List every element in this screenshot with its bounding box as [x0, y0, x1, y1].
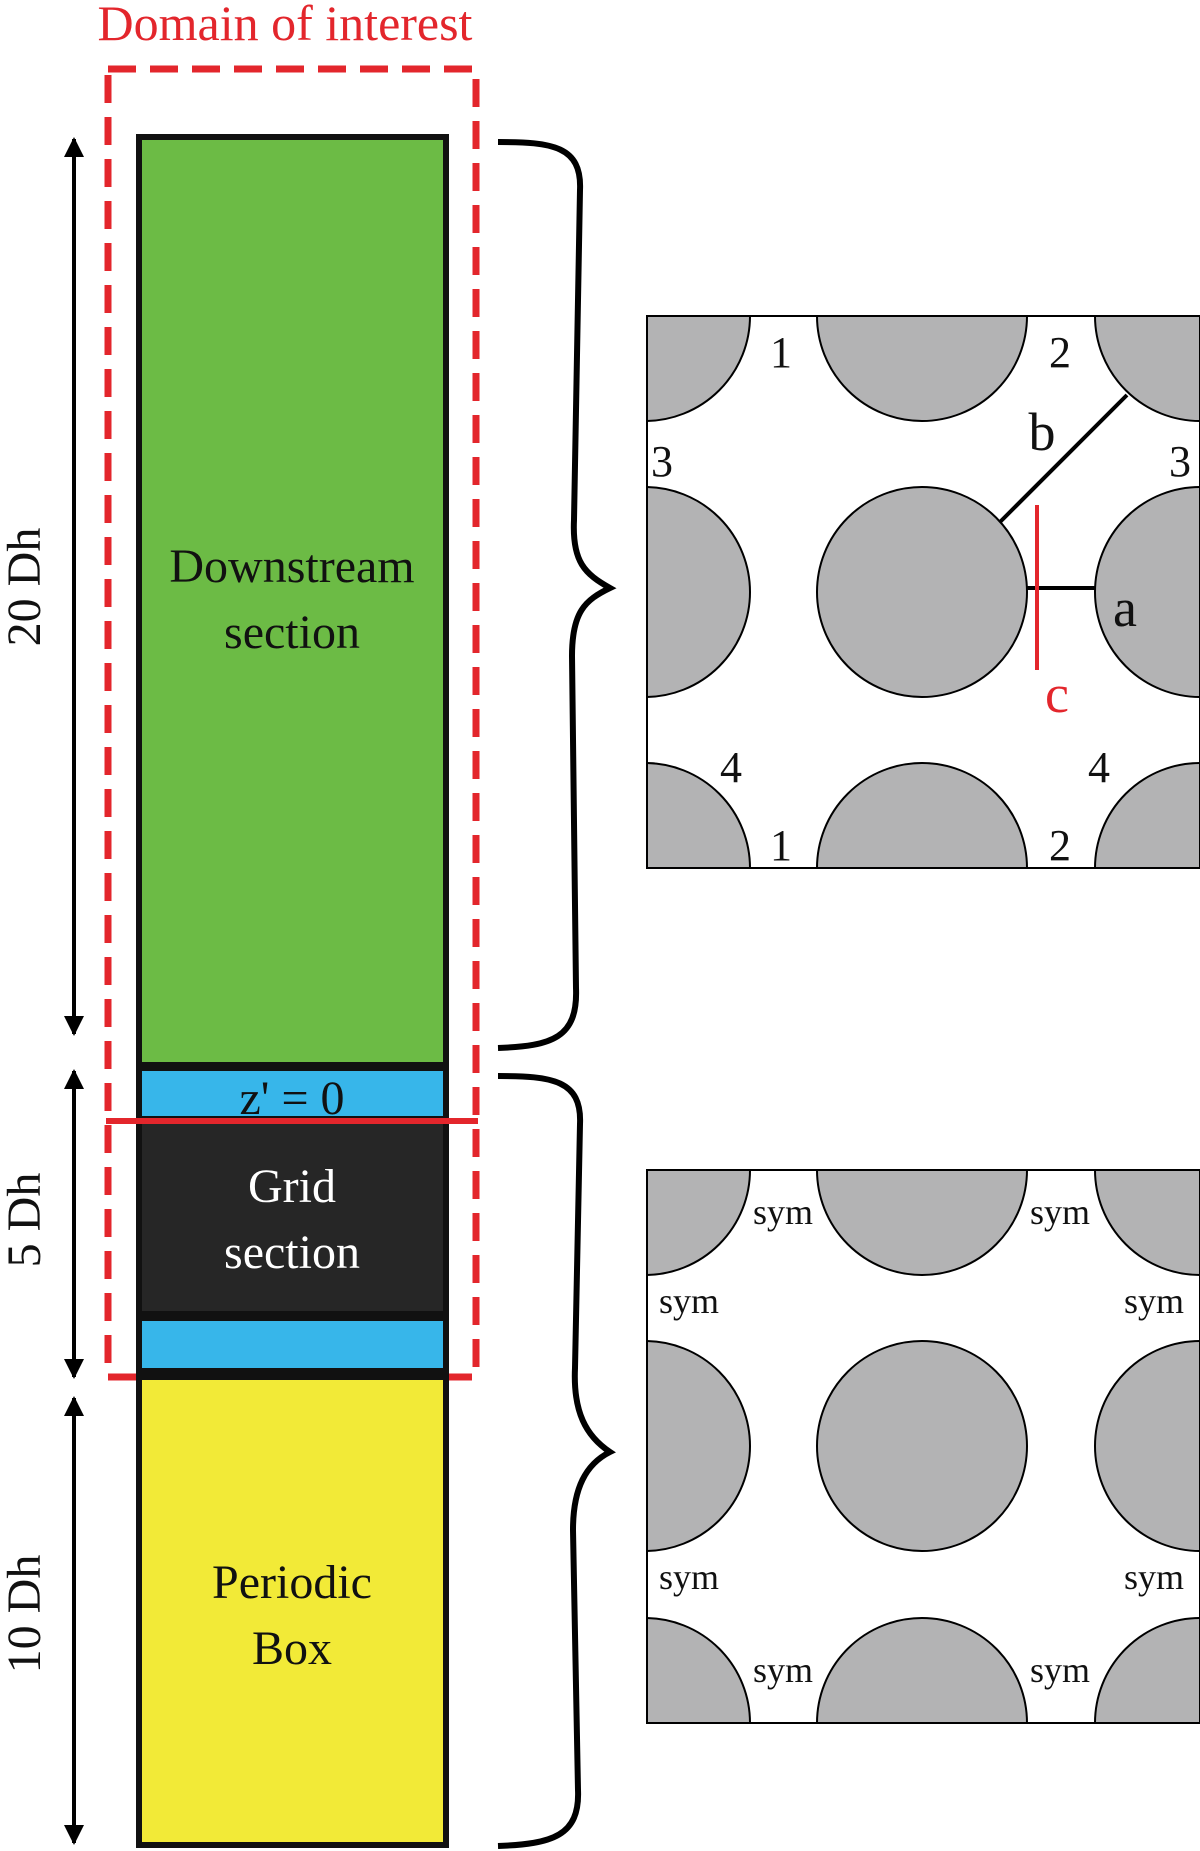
sym-label-right-top: sym — [1124, 1281, 1184, 1321]
periodic-label-line2: Box — [252, 1622, 332, 1675]
rod-bottom-left — [647, 762, 751, 868]
rod-top-left — [647, 316, 751, 422]
top-cross-section: a b c 1 2 3 3 4 4 1 2 — [646, 315, 1200, 870]
sym-label-left-top: sym — [659, 1281, 719, 1321]
sym-label-left-bottom: sym — [659, 1557, 719, 1597]
periodic-label-line1: Periodic — [212, 1556, 372, 1609]
rod-bottom-middle — [816, 762, 1028, 868]
downstream-section — [136, 134, 449, 1068]
sym-label-top-right: sym — [1030, 1192, 1090, 1232]
dimension-label-downstream: 20 Dh — [0, 528, 51, 647]
rod-middle-right — [1094, 486, 1200, 698]
rod-center — [816, 1340, 1028, 1552]
periodic-box — [136, 1374, 449, 1848]
rod-bottom-left — [647, 1617, 751, 1723]
subchannel-label-top-right: 2 — [1049, 328, 1071, 377]
rod-bottom-right — [1094, 762, 1200, 868]
sym-label-right-bottom: sym — [1124, 1557, 1184, 1597]
rod-bottom-right — [1094, 1617, 1200, 1723]
brace-lower — [497, 1073, 616, 1849]
subchannel-label-bottom-right: 2 — [1049, 821, 1071, 870]
lower-spacer — [136, 1315, 449, 1374]
rod-middle-left — [647, 486, 751, 698]
gap-label-a: a — [1113, 578, 1137, 638]
rod-center — [816, 486, 1028, 698]
rod-top-middle — [816, 1170, 1028, 1276]
bottom-cross-section: sym sym sym sym sym sym sym sym — [646, 1169, 1200, 1724]
rod-top-left — [647, 1170, 751, 1276]
dimension-label-grid: 5 Dh — [0, 1173, 51, 1268]
subchannel-label-right-top: 3 — [1169, 437, 1191, 486]
gap-label-b: b — [1029, 402, 1056, 462]
subchannel-label-top-left: 1 — [770, 328, 792, 377]
subchannel-label-right-bottom: 4 — [1088, 743, 1110, 792]
rod-bottom-middle — [816, 1617, 1028, 1723]
grid-label-line1: Grid — [248, 1160, 336, 1213]
domain-title: Domain of interest — [98, 0, 473, 51]
rod-middle-right — [1094, 1340, 1200, 1552]
bottom-cross-section-frame — [646, 1169, 1200, 1724]
sym-label-top-left: sym — [753, 1192, 813, 1232]
dimension-label-periodic: 10 Dh — [0, 1555, 51, 1674]
subchannel-label-left-top: 3 — [651, 437, 673, 486]
sym-label-bottom-right: sym — [1030, 1650, 1090, 1690]
downstream-label-line1: Downstream — [169, 540, 414, 593]
rod-top-middle — [816, 316, 1028, 422]
brace-upper — [497, 139, 617, 1051]
gap-line-b — [998, 393, 1129, 524]
downstream-label-line2: section — [224, 606, 360, 659]
rod-middle-left — [647, 1340, 751, 1552]
sym-label-bottom-left: sym — [753, 1650, 813, 1690]
origin-label: z' = 0 — [239, 1072, 344, 1125]
rod-top-right — [1094, 1170, 1200, 1276]
top-cross-section-frame — [646, 315, 1200, 869]
subchannel-label-left-bottom: 4 — [720, 743, 742, 792]
gap-label-c: c — [1045, 664, 1069, 724]
subchannel-label-bottom-left: 1 — [770, 821, 792, 870]
rod-top-right — [1094, 316, 1200, 422]
grid-section — [136, 1118, 449, 1317]
grid-label-line2: section — [224, 1226, 360, 1279]
